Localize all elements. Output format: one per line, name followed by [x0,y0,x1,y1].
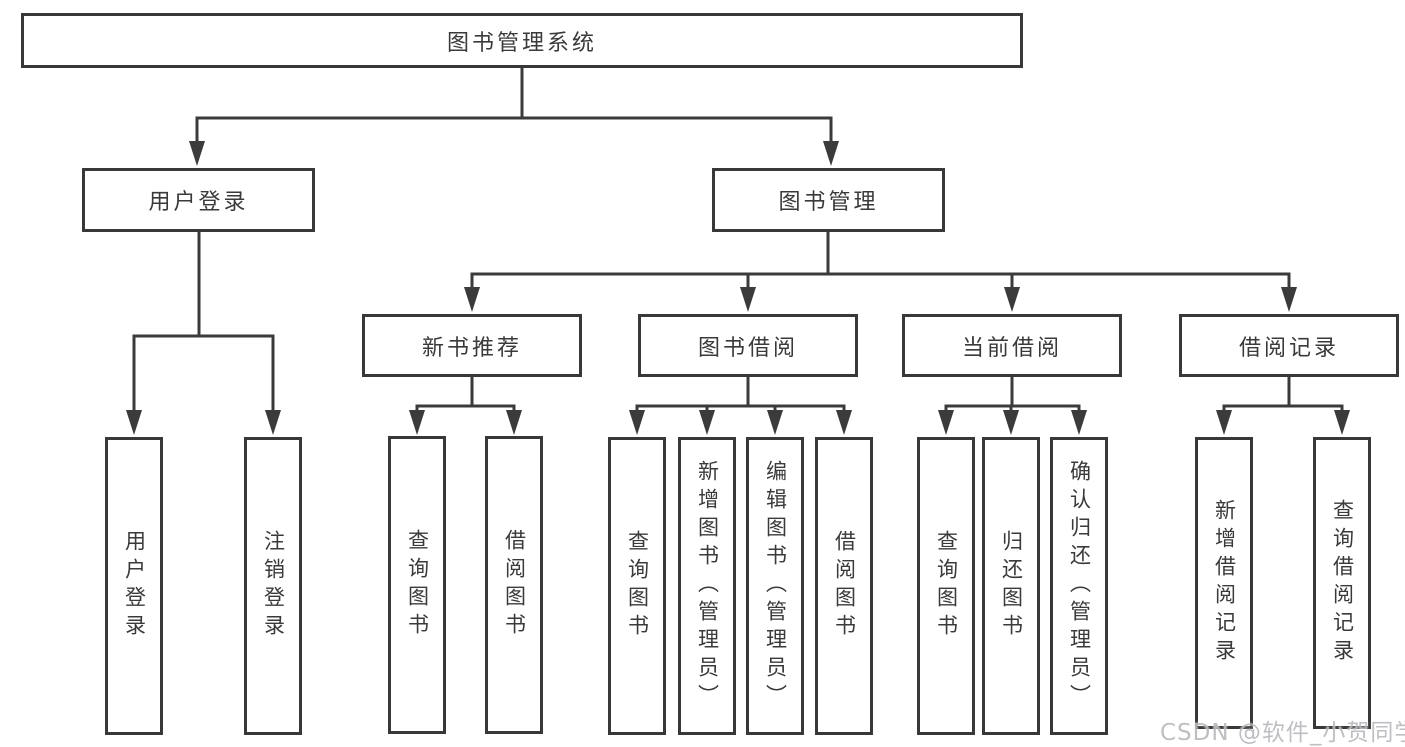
node-book-management: 图书管理 [712,168,945,232]
leaf-query-books-current: 查询图书 [917,437,975,735]
node-book-borrowing: 图书借阅 [638,314,858,377]
leaf-confirm-return-admin-label: 确认归还（管理员） [1067,460,1092,712]
node-borrowing-records: 借阅记录 [1179,314,1399,377]
leaf-add-books-admin-label: 新增图书（管理员） [695,460,720,712]
leaf-user-login: 用户登录 [105,437,163,735]
leaf-return-books: 归还图书 [982,437,1040,735]
node-library-management-system: 图书管理系统 [21,13,1023,68]
leaf-query-books-borrowing-label: 查询图书 [625,530,650,642]
leaf-borrow-books-recommend: 借阅图书 [485,436,543,734]
leaf-query-borrow-record-label: 查询借阅记录 [1330,499,1355,667]
leaf-borrow-books-borrowing: 借阅图书 [815,437,873,735]
leaf-add-borrow-record: 新增借阅记录 [1195,437,1253,729]
node-library-management-system-label: 图书管理系统 [446,30,597,56]
leaf-return-books-label: 归还图书 [999,530,1024,642]
leaf-logout: 注销登录 [244,437,302,735]
leaf-borrow-books-recommend-label: 借阅图书 [502,529,527,641]
leaf-query-books-borrowing: 查询图书 [608,437,666,735]
node-current-borrowing-label: 当前借阅 [961,335,1062,361]
leaf-user-login-label: 用户登录 [122,530,147,642]
leaf-query-books-recommend-label: 查询图书 [405,529,430,641]
node-book-borrowing-label: 图书借阅 [697,335,798,361]
leaf-confirm-return-admin: 确认归还（管理员） [1050,437,1108,735]
node-new-book-recommendation-label: 新书推荐 [421,335,522,361]
node-user-login: 用户登录 [82,168,315,232]
node-new-book-recommendation: 新书推荐 [362,314,582,377]
leaf-add-books-admin: 新增图书（管理员） [678,437,736,735]
node-current-borrowing: 当前借阅 [902,314,1122,377]
leaf-logout-label: 注销登录 [261,530,286,642]
leaf-edit-books-admin-label: 编辑图书（管理员） [763,460,788,712]
node-user-login-label: 用户登录 [148,190,249,215]
leaf-edit-books-admin: 编辑图书（管理员） [746,437,804,735]
leaf-add-borrow-record-label: 新增借阅记录 [1212,499,1237,667]
leaf-borrow-books-borrowing-label: 借阅图书 [832,530,857,642]
node-borrowing-records-label: 借阅记录 [1238,335,1339,361]
leaf-query-books-current-label: 查询图书 [934,530,959,642]
csdn-watermark: CSDN @软件_小贺同学 [1160,720,1405,746]
leaf-query-books-recommend: 查询图书 [388,436,446,734]
node-book-management-label: 图书管理 [778,190,879,215]
leaf-query-borrow-record: 查询借阅记录 [1313,437,1371,729]
